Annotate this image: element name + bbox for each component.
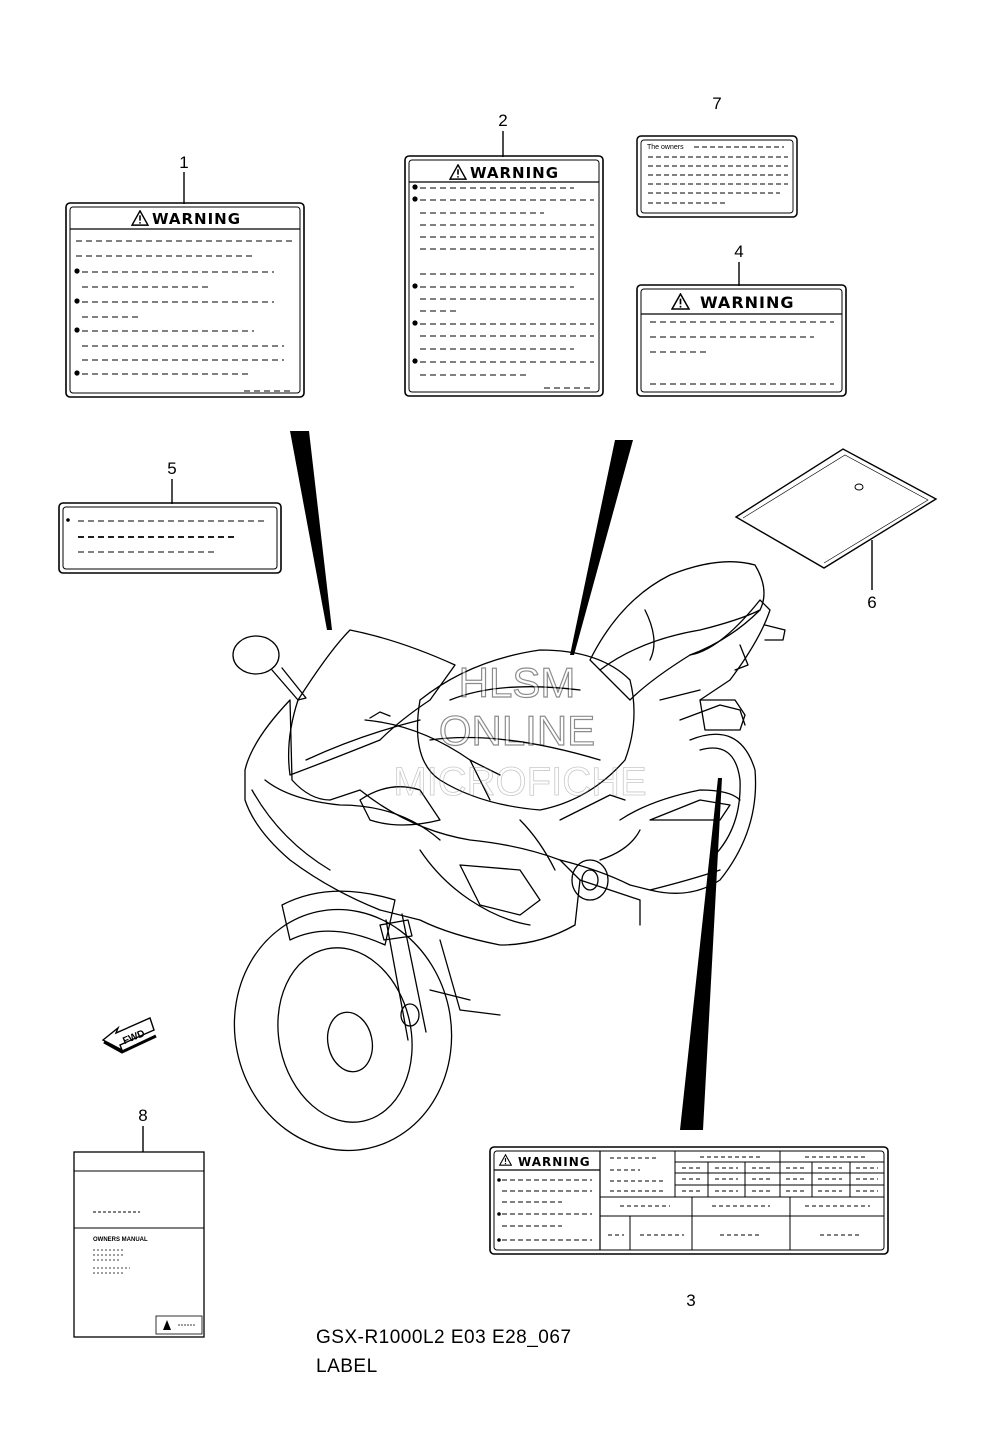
part-number-5: 5 — [167, 459, 176, 478]
part-number-8: 8 — [138, 1106, 147, 1125]
leader-wedges — [290, 431, 722, 1130]
warning-title-3: WARNING — [518, 1155, 591, 1169]
warning-title-2: WARNING — [470, 164, 559, 182]
motorcycle-illustration — [232, 561, 786, 1152]
label-6: 6 — [734, 448, 938, 612]
owners-note-text: The owners — [647, 144, 684, 151]
warning-triangle-icon — [449, 164, 467, 180]
diagram-title: LABEL — [316, 1356, 378, 1377]
label-1: 1 WARNING — [65, 153, 305, 398]
part-number-6: 6 — [867, 593, 876, 612]
label-4: 4 WARNING — [636, 242, 847, 397]
warning-title-1: WARNING — [152, 210, 241, 228]
label-7: 7 The owners — [636, 94, 798, 218]
warning-triangle-icon — [499, 1154, 512, 1166]
fwd-arrow-icon: FWD — [101, 1017, 157, 1054]
part-number-2: 2 — [498, 111, 507, 130]
watermark-line-3: MICROFICHE — [393, 760, 646, 804]
label-5: 5 — [58, 459, 282, 574]
part-number-4: 4 — [734, 242, 743, 261]
watermark-line-1: HLSM — [459, 659, 576, 706]
part-number-3: 3 — [686, 1291, 695, 1310]
label-8: 8 OWNERS MANUAL — [73, 1106, 205, 1338]
label-2: 2 WARNING — [404, 111, 604, 397]
warning-triangle-icon — [131, 210, 149, 226]
part-number-7: 7 — [712, 94, 721, 113]
diagram-code: GSX-R1000L2 E03 E28_067 — [316, 1327, 572, 1348]
warning-title-4: WARNING — [700, 293, 795, 312]
watermark-line-2: ONLINE — [439, 707, 595, 754]
manual-title-text: OWNERS MANUAL — [93, 1237, 148, 1243]
watermark: HLSM ONLINE MICROFICHE — [393, 658, 647, 804]
label-3: 3 WARNING — [489, 1146, 889, 1310]
part-number-1: 1 — [179, 153, 188, 172]
warning-triangle-icon — [671, 293, 690, 310]
